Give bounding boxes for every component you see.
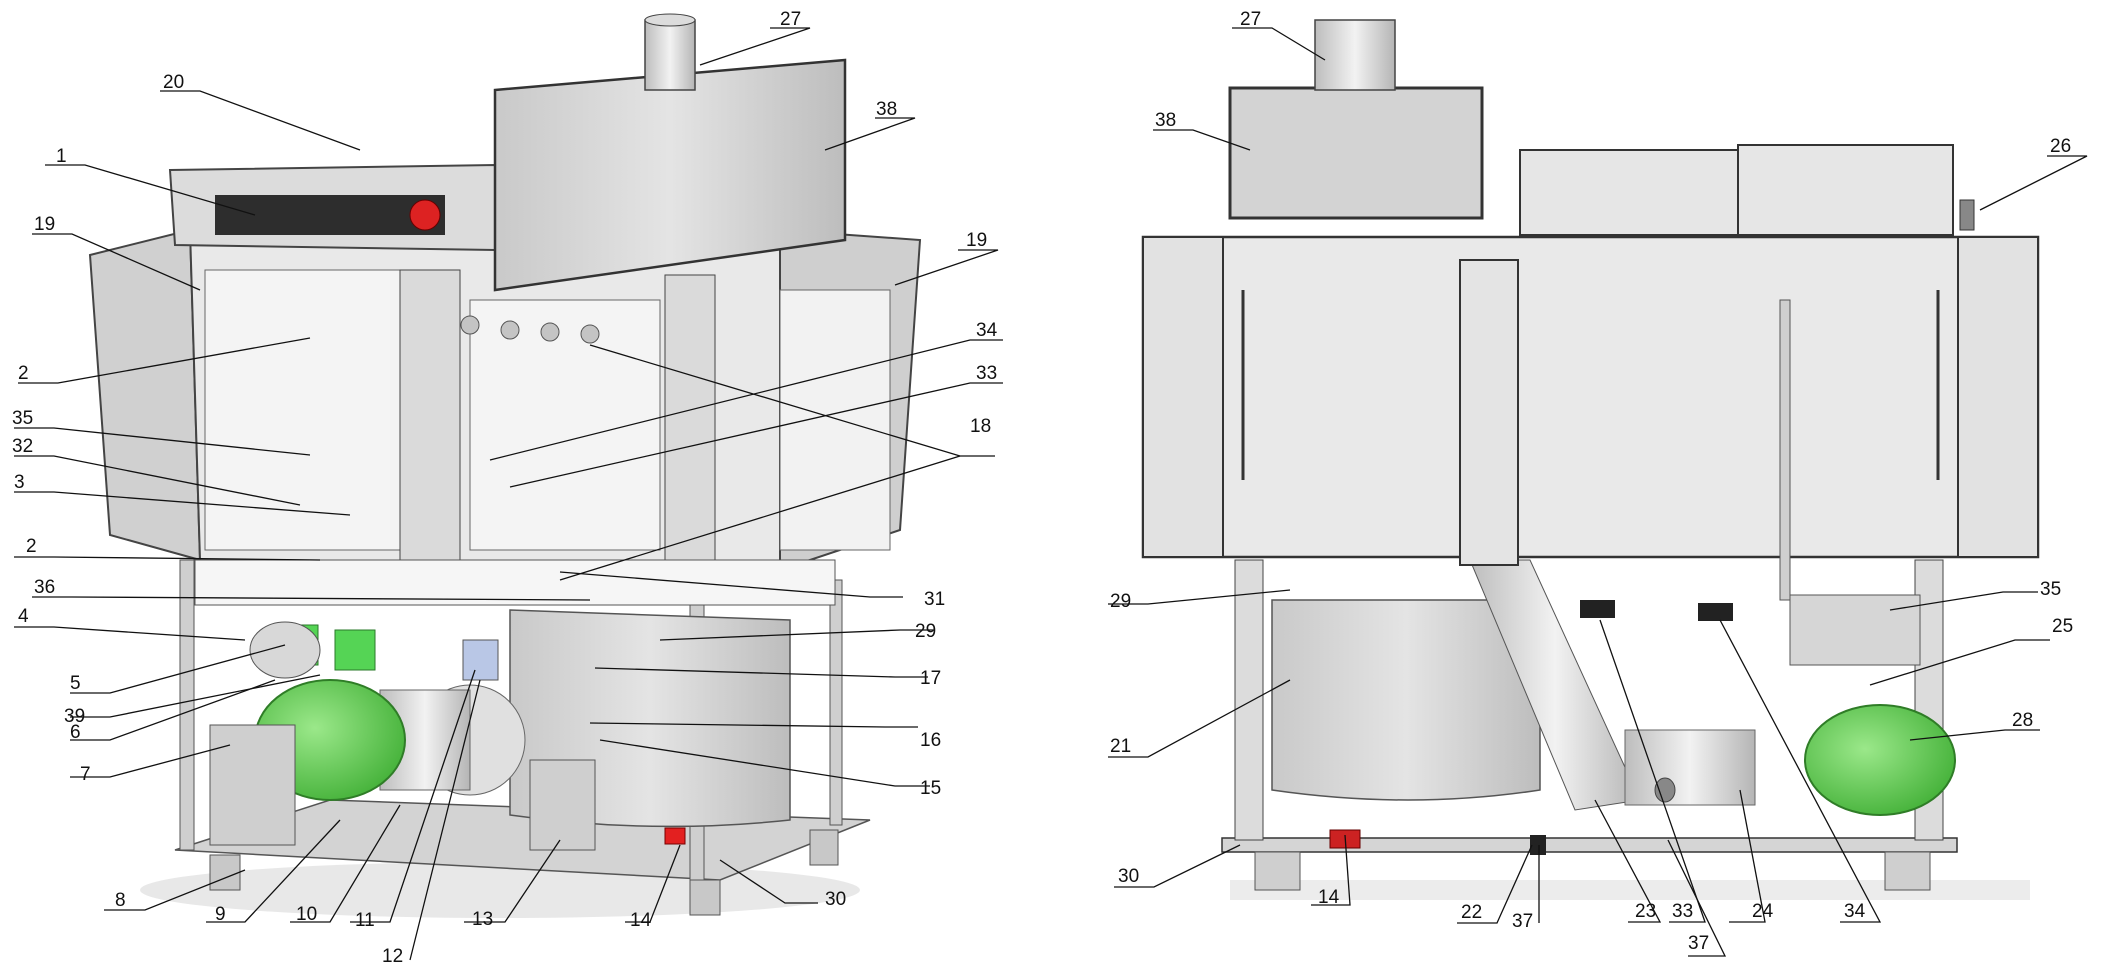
callout-35-left: 35: [12, 408, 33, 429]
callout-27-right: 27: [1240, 9, 1261, 30]
callout-14-right: 14: [1318, 887, 1340, 908]
callout-24: 24: [1752, 901, 1774, 922]
callout-36: 36: [34, 577, 55, 598]
callout-31: 31: [924, 589, 945, 610]
callout-26: 26: [2050, 136, 2071, 157]
callout-5: 5: [70, 673, 81, 694]
callout-37-lower: 37: [1688, 933, 1709, 954]
callout-35-right: 35: [2040, 579, 2061, 600]
callout-9: 9: [215, 904, 226, 925]
callout-12: 12: [382, 946, 403, 962]
callout-1: 1: [56, 146, 67, 167]
callout-29-right: 29: [1110, 591, 1131, 612]
callout-25: 25: [2052, 616, 2073, 637]
callout-14-left: 14: [630, 910, 652, 931]
callout-27-left: 27: [780, 9, 801, 30]
callout-39: 39: [64, 706, 85, 727]
callout-10: 10: [296, 904, 317, 925]
callout-28: 28: [2012, 710, 2033, 731]
callout-30-right: 30: [1118, 866, 1139, 887]
callout-15: 15: [920, 778, 941, 799]
callout-37-upper: 37: [1512, 911, 1533, 932]
callout-6: 6: [70, 722, 81, 743]
callout-23: 23: [1635, 901, 1656, 922]
callout-19-left: 19: [34, 214, 55, 235]
callout-34-left: 34: [976, 320, 998, 341]
callout-2-upper: 2: [18, 363, 29, 384]
callout-32: 32: [12, 436, 33, 457]
callout-29-left: 29: [915, 621, 936, 642]
callout-20: 20: [163, 72, 184, 93]
callout-38-left: 38: [876, 99, 897, 120]
callout-8: 8: [115, 890, 126, 911]
callout-4: 4: [18, 606, 29, 627]
callout-16: 16: [920, 730, 941, 751]
left-callout-lines: [14, 27, 1003, 961]
callout-19-right: 19: [966, 230, 987, 251]
callout-22: 22: [1461, 902, 1482, 923]
right-machine-view: [1141, 19, 2040, 900]
callout-21: 21: [1110, 736, 1131, 757]
callout-34-right: 34: [1844, 901, 1866, 922]
callout-13: 13: [472, 909, 493, 930]
callout-17: 17: [920, 668, 941, 689]
callout-33-right: 33: [1672, 901, 1693, 922]
callout-18: 18: [970, 416, 991, 437]
callout-numbers: 27 20 38 1 19 19 2 34 35 33 32 18 3 2 31…: [12, 9, 2073, 962]
callout-2-lower: 2: [26, 536, 37, 557]
right-callout-lines: [1108, 27, 2088, 957]
left-machine-view: [88, 13, 922, 918]
callout-7: 7: [80, 764, 91, 785]
callout-30-left: 30: [825, 889, 846, 910]
callout-3: 3: [14, 472, 25, 493]
callout-38-right: 38: [1155, 110, 1176, 131]
callout-11: 11: [355, 910, 375, 931]
callout-33-left: 33: [976, 363, 997, 384]
